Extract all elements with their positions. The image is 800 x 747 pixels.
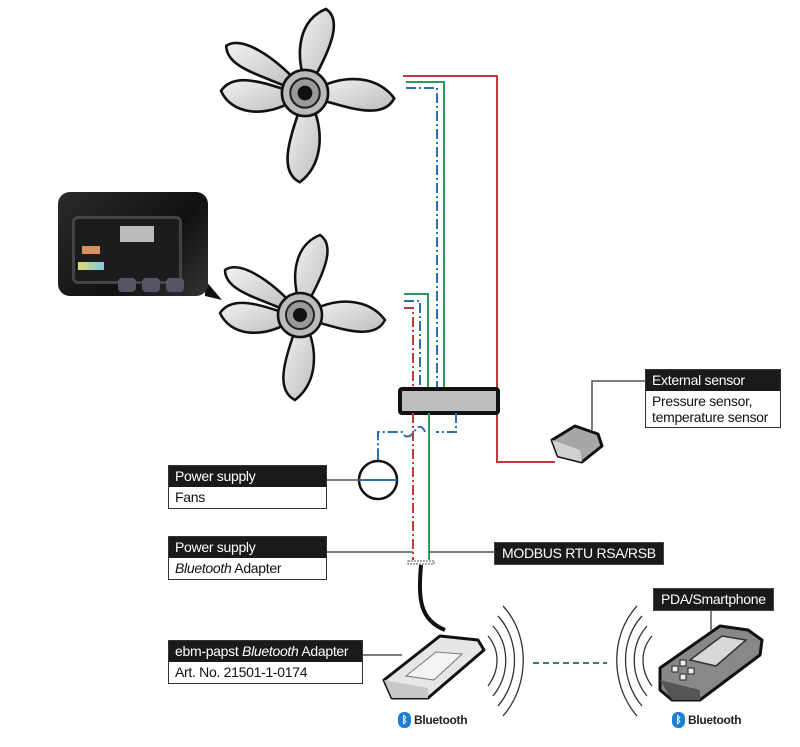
label-title: External sensor — [646, 370, 780, 391]
connector-photo — [58, 192, 208, 296]
wireless-waves-adapter — [487, 605, 524, 717]
callout-pointer — [205, 280, 222, 300]
label-title: Power supply — [169, 466, 326, 487]
label-title: Power supply — [169, 537, 326, 558]
junction-box — [398, 387, 500, 415]
label-modbus: MODBUS RTU RSA/RSB — [494, 542, 664, 565]
bluetooth-adapter-device — [382, 634, 486, 700]
label-body: Art. No. 21501-1-0174 — [175, 664, 308, 680]
bluetooth-icon: ᛒ — [672, 712, 685, 728]
leader-external-sensor — [591, 380, 646, 430]
label-body: Pressure sensor, temperature sensor — [652, 393, 768, 425]
adapter-cable — [417, 564, 446, 632]
label-external-sensor: External sensor Pressure sensor, tempera… — [645, 369, 781, 428]
connector — [407, 560, 435, 565]
bluetooth-icon: ᛒ — [398, 712, 411, 728]
fan-top — [219, 7, 396, 184]
label-body: Bluetooth Adapter — [175, 560, 282, 576]
wireless-waves-smartphone — [616, 605, 653, 717]
label-power-supply-fans: Power supply Fans — [168, 465, 327, 509]
fan-bottom-wires — [404, 293, 429, 389]
label-power-supply-bluetooth: Power supply Bluetooth Adapter — [168, 536, 327, 580]
smartphone-device — [658, 624, 764, 702]
bluetooth-badge-smartphone: ᛒ Bluetooth — [672, 712, 742, 728]
label-pda-smartphone: PDA/Smartphone — [653, 588, 774, 611]
external-sensor-device — [550, 424, 604, 464]
label-body: Fans — [175, 489, 205, 505]
fan-bottom — [218, 233, 387, 402]
bluetooth-badge-adapter: ᛒ Bluetooth — [398, 712, 468, 728]
label-title: ebm-papst Bluetooth Adapter — [169, 641, 362, 662]
fan-top-wires — [403, 75, 555, 463]
label-bluetooth-adapter: ebm-papst Bluetooth Adapter Art. No. 215… — [168, 640, 363, 684]
